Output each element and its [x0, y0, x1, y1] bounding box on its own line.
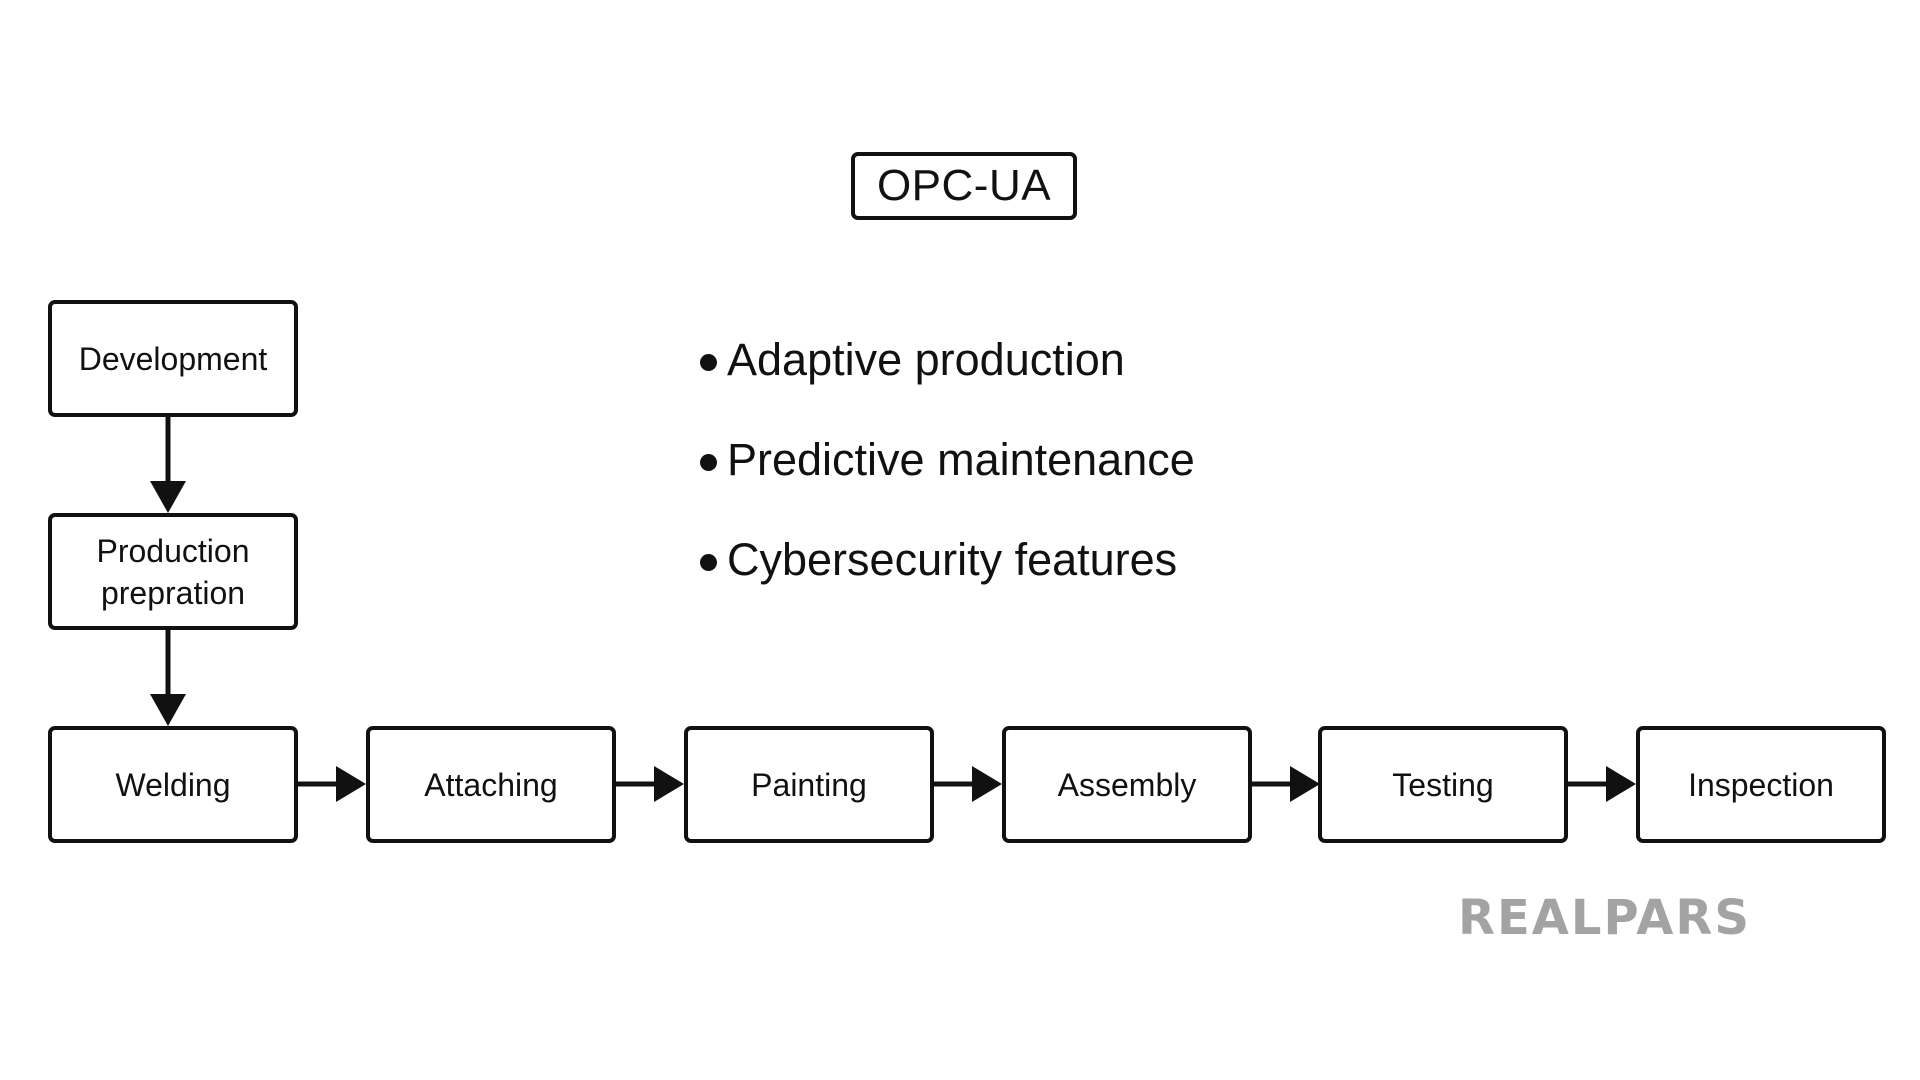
bullet-dot-icon: [700, 454, 717, 471]
step-attaching-box: Attaching: [366, 726, 616, 843]
feature-item: Predictive maintenance: [700, 432, 1195, 488]
development-label: Development: [78, 340, 268, 377]
step-testing-box: Testing: [1318, 726, 1568, 843]
step-inspection-label: Inspection: [1688, 766, 1834, 803]
opc-ua-title-box: OPC-UA: [851, 152, 1077, 220]
production-label-line1: Production: [96, 532, 250, 569]
step-inspection-box: Inspection: [1636, 726, 1886, 843]
arrow-testing-to-inspection: [1568, 766, 1636, 802]
arrow-production-to-welding: [150, 630, 186, 726]
feature-item: Cybersecurity features: [700, 532, 1195, 588]
arrow-development-to-production: [150, 417, 186, 513]
bullet-dot-icon: [700, 554, 717, 571]
arrow-welding-to-attaching: [298, 766, 366, 802]
step-assembly-label: Assembly: [1057, 766, 1197, 803]
development-box: Development: [48, 300, 298, 417]
step-painting-box: Painting: [684, 726, 934, 843]
step-testing-label: Testing: [1392, 766, 1494, 803]
opc-ua-title: OPC-UA: [876, 161, 1052, 210]
feature-list: Adaptive production Predictive maintenan…: [700, 332, 1195, 632]
realpars-logo: REALPARS: [1458, 890, 1751, 946]
arrow-assembly-to-testing: [1252, 766, 1320, 802]
step-welding-box: Welding: [48, 726, 298, 843]
arrow-attaching-to-painting: [616, 766, 684, 802]
step-painting-label: Painting: [751, 766, 867, 803]
step-welding-label: Welding: [115, 766, 231, 803]
step-attaching-label: Attaching: [424, 766, 558, 803]
feature-item: Adaptive production: [700, 332, 1195, 388]
step-assembly-box: Assembly: [1002, 726, 1252, 843]
production-preparation-box: Production prepration: [48, 513, 298, 630]
bullet-dot-icon: [700, 354, 717, 371]
production-label-line2: prepration: [100, 574, 246, 611]
feature-text: Adaptive production: [727, 334, 1125, 385]
feature-text: Predictive maintenance: [727, 434, 1195, 485]
arrow-painting-to-assembly: [934, 766, 1002, 802]
feature-text: Cybersecurity features: [727, 534, 1178, 585]
